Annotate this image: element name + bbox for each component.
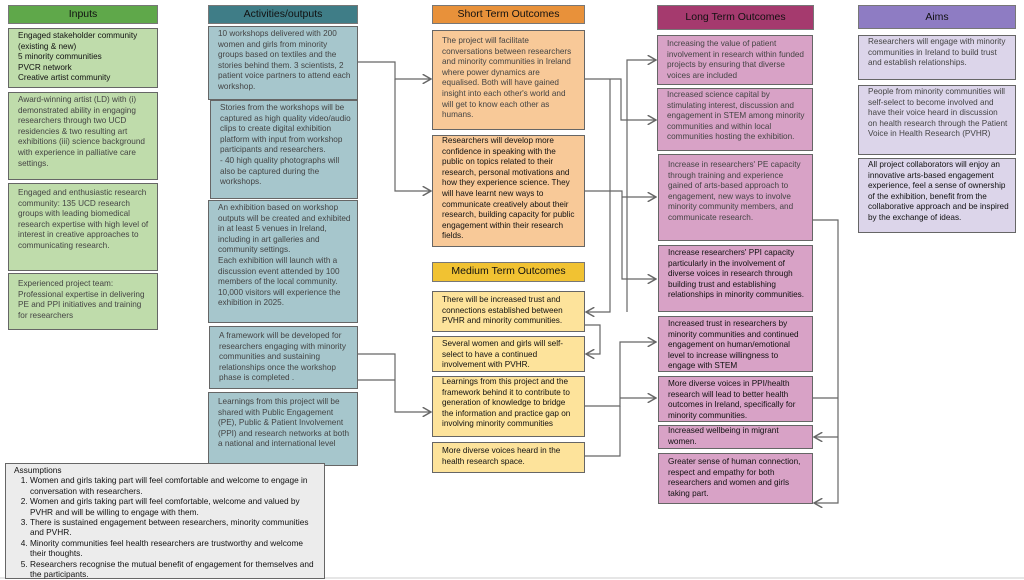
inputs-header: Inputs [8, 5, 158, 24]
input-box: Engaged stakeholder community (existing … [8, 28, 158, 88]
long-term-box: Greater sense of human connection, respe… [658, 453, 813, 504]
long-term-box: Increased science capital by stimulating… [657, 88, 813, 151]
medium-term-header: Medium Term Outcomes [432, 262, 585, 282]
input-box: Engaged and enthusiastic research commun… [8, 183, 158, 271]
aim-box: Researchers will engage with minority co… [858, 35, 1016, 80]
activity-box: 10 workshops delivered with 200 women an… [208, 26, 358, 100]
long-term-box: Increased trust in researchers by minori… [658, 316, 813, 372]
activity-box: An exhibition based on workshop outputs … [208, 200, 358, 323]
activity-box: Learnings from this project will be shar… [208, 392, 358, 466]
medium-term-box: Learnings from this project and the fram… [432, 376, 585, 437]
long-term-box: Increase researchers' PPI capacity parti… [658, 245, 813, 312]
short-term-box: The project will facilitate conversation… [432, 30, 585, 130]
long-term-box: Increased wellbeing in migrant women. [658, 425, 813, 449]
aim-box: People from minority communities will se… [858, 85, 1016, 155]
assumptions-title: Assumptions [14, 465, 62, 475]
activity-box: A framework will be developed for resear… [209, 326, 358, 389]
medium-term-box: Several women and girls will self-select… [432, 336, 585, 372]
assumption-item: Women and girls taking part will feel co… [30, 496, 316, 517]
assumption-item: Minority communities feel health researc… [30, 538, 316, 559]
activity-box: Stories from the workshops will be captu… [210, 100, 358, 199]
long-term-box: More diverse voices in PPI/health resear… [658, 376, 813, 422]
assumption-item: Researchers recognise the mutual benefit… [30, 559, 316, 580]
long-term-box: Increase in researchers' PE capacity thr… [658, 154, 813, 241]
short-term-header: Short Term Outcomes [432, 5, 585, 24]
activities-header: Activities/outputs [208, 5, 358, 24]
long-term-header: Long Term Outcomes [657, 5, 814, 30]
medium-term-box: More diverse voices heard in the health … [432, 442, 585, 473]
short-term-box: Researchers will develop more confidence… [432, 135, 585, 247]
assumptions-box: Assumptions Women and girls taking part … [5, 463, 325, 579]
medium-term-box: There will be increased trust and connec… [432, 291, 585, 332]
aims-header: Aims [858, 5, 1016, 29]
input-box: Experienced project team: Professional e… [8, 273, 158, 330]
assumption-item: There is sustained engagement between re… [30, 517, 316, 538]
input-box: Award-winning artist (LD) with (i) demon… [8, 92, 158, 180]
long-term-box: Increasing the value of patient involvem… [657, 35, 813, 85]
aim-box: All project collaborators will enjoy an … [858, 158, 1016, 233]
assumption-item: Women and girls taking part will feel co… [30, 475, 316, 496]
